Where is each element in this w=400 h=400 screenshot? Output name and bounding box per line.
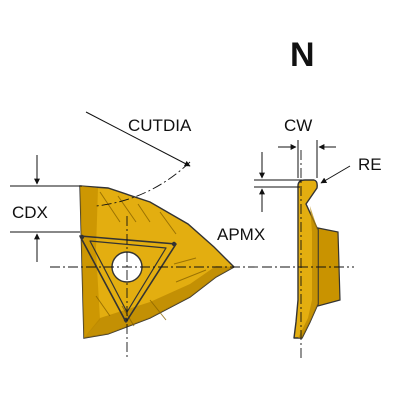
insert-shade-bottom bbox=[84, 266, 234, 338]
cutdia-dimension: CUTDIA bbox=[85, 111, 192, 207]
corner-dot-bottom bbox=[123, 317, 129, 323]
corner-dot-right bbox=[171, 241, 177, 247]
insert-clamp-triangle-inner bbox=[89, 240, 167, 313]
cdx-label: CDX bbox=[12, 203, 48, 222]
cutdia-label: CUTDIA bbox=[128, 116, 192, 135]
corner-dot-left bbox=[79, 234, 85, 240]
insert-side-shade bbox=[298, 206, 318, 338]
profile-code-label: N bbox=[290, 36, 315, 74]
insert-grooves bbox=[95, 191, 207, 327]
apmx-dimension bbox=[254, 152, 302, 212]
cutdia-leader bbox=[85, 111, 191, 167]
cutdia-arc bbox=[95, 161, 191, 207]
re-label: RE bbox=[358, 155, 382, 174]
cw-label: CW bbox=[284, 116, 312, 135]
insert-clamp-triangle bbox=[79, 235, 177, 323]
right-centerlines bbox=[262, 150, 354, 360]
cw-dimension bbox=[278, 140, 336, 178]
cdx-dimension bbox=[10, 155, 82, 262]
insert-top-view bbox=[79, 185, 236, 339]
left-centerlines bbox=[50, 216, 258, 358]
insert-shade-left bbox=[80, 186, 100, 338]
re-leader bbox=[320, 165, 351, 184]
apmx-label: APMX bbox=[217, 225, 265, 244]
